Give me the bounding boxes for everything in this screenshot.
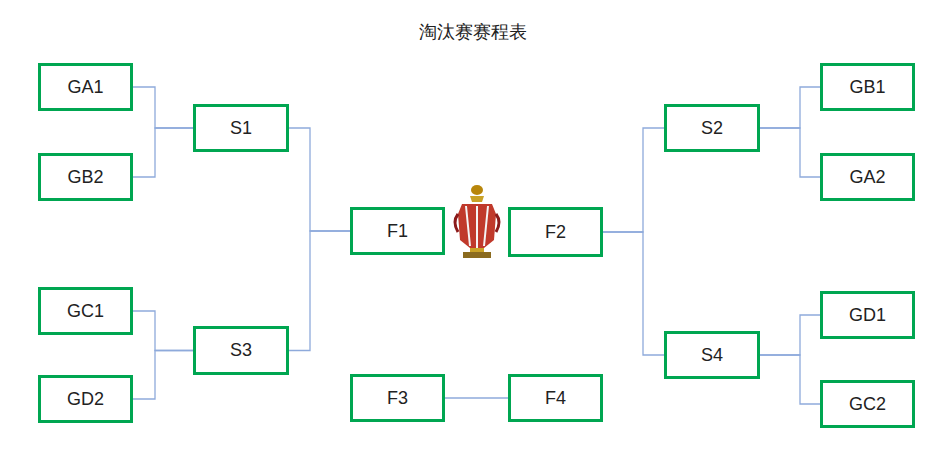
match-box: GA1 [38, 63, 133, 111]
bracket-line [760, 128, 820, 177]
match-box: F4 [508, 374, 603, 422]
match-label: F2 [545, 222, 566, 243]
match-box: GD2 [38, 375, 133, 423]
match-box: GC1 [38, 287, 133, 335]
bracket-line [760, 355, 820, 404]
match-box: S1 [193, 104, 289, 152]
bracket-line [603, 128, 664, 232]
match-label: GD2 [67, 389, 104, 410]
match-box: F2 [508, 207, 603, 257]
match-label: GC2 [849, 394, 886, 415]
bracket-line [760, 315, 820, 355]
match-label: S1 [230, 118, 252, 139]
match-label: GD1 [849, 305, 886, 326]
bracket-line [445, 397, 508, 398]
bracket-line [289, 128, 350, 231]
match-box: S3 [193, 326, 289, 375]
bracket-line [133, 311, 193, 351]
match-label: GB1 [849, 77, 885, 98]
match-label: GB2 [67, 167, 103, 188]
match-label: GC1 [67, 301, 104, 322]
match-label: F4 [545, 388, 566, 409]
match-box: S4 [664, 331, 760, 379]
match-label: S2 [701, 118, 723, 139]
match-label: S4 [701, 345, 723, 366]
bracket-line [133, 87, 193, 128]
bracket-line [760, 87, 820, 128]
bracket-line [133, 128, 193, 177]
match-label: F1 [387, 221, 408, 242]
diagram-title: 淘汰赛赛程表 [0, 20, 945, 44]
match-box: F1 [350, 207, 445, 255]
match-box: F3 [350, 374, 445, 422]
match-label: GA2 [849, 167, 885, 188]
match-label: GA1 [67, 77, 103, 98]
match-box: GC2 [820, 380, 915, 428]
match-label: F3 [387, 388, 408, 409]
match-box: GA2 [820, 153, 915, 201]
match-label: S3 [230, 340, 252, 361]
match-box: S2 [664, 104, 760, 152]
bracket-line [603, 232, 664, 355]
bracket-line [133, 351, 193, 400]
match-box: GB1 [820, 63, 915, 111]
match-box: GB2 [38, 153, 133, 201]
bracket-line [289, 231, 350, 351]
match-box: GD1 [820, 291, 915, 339]
